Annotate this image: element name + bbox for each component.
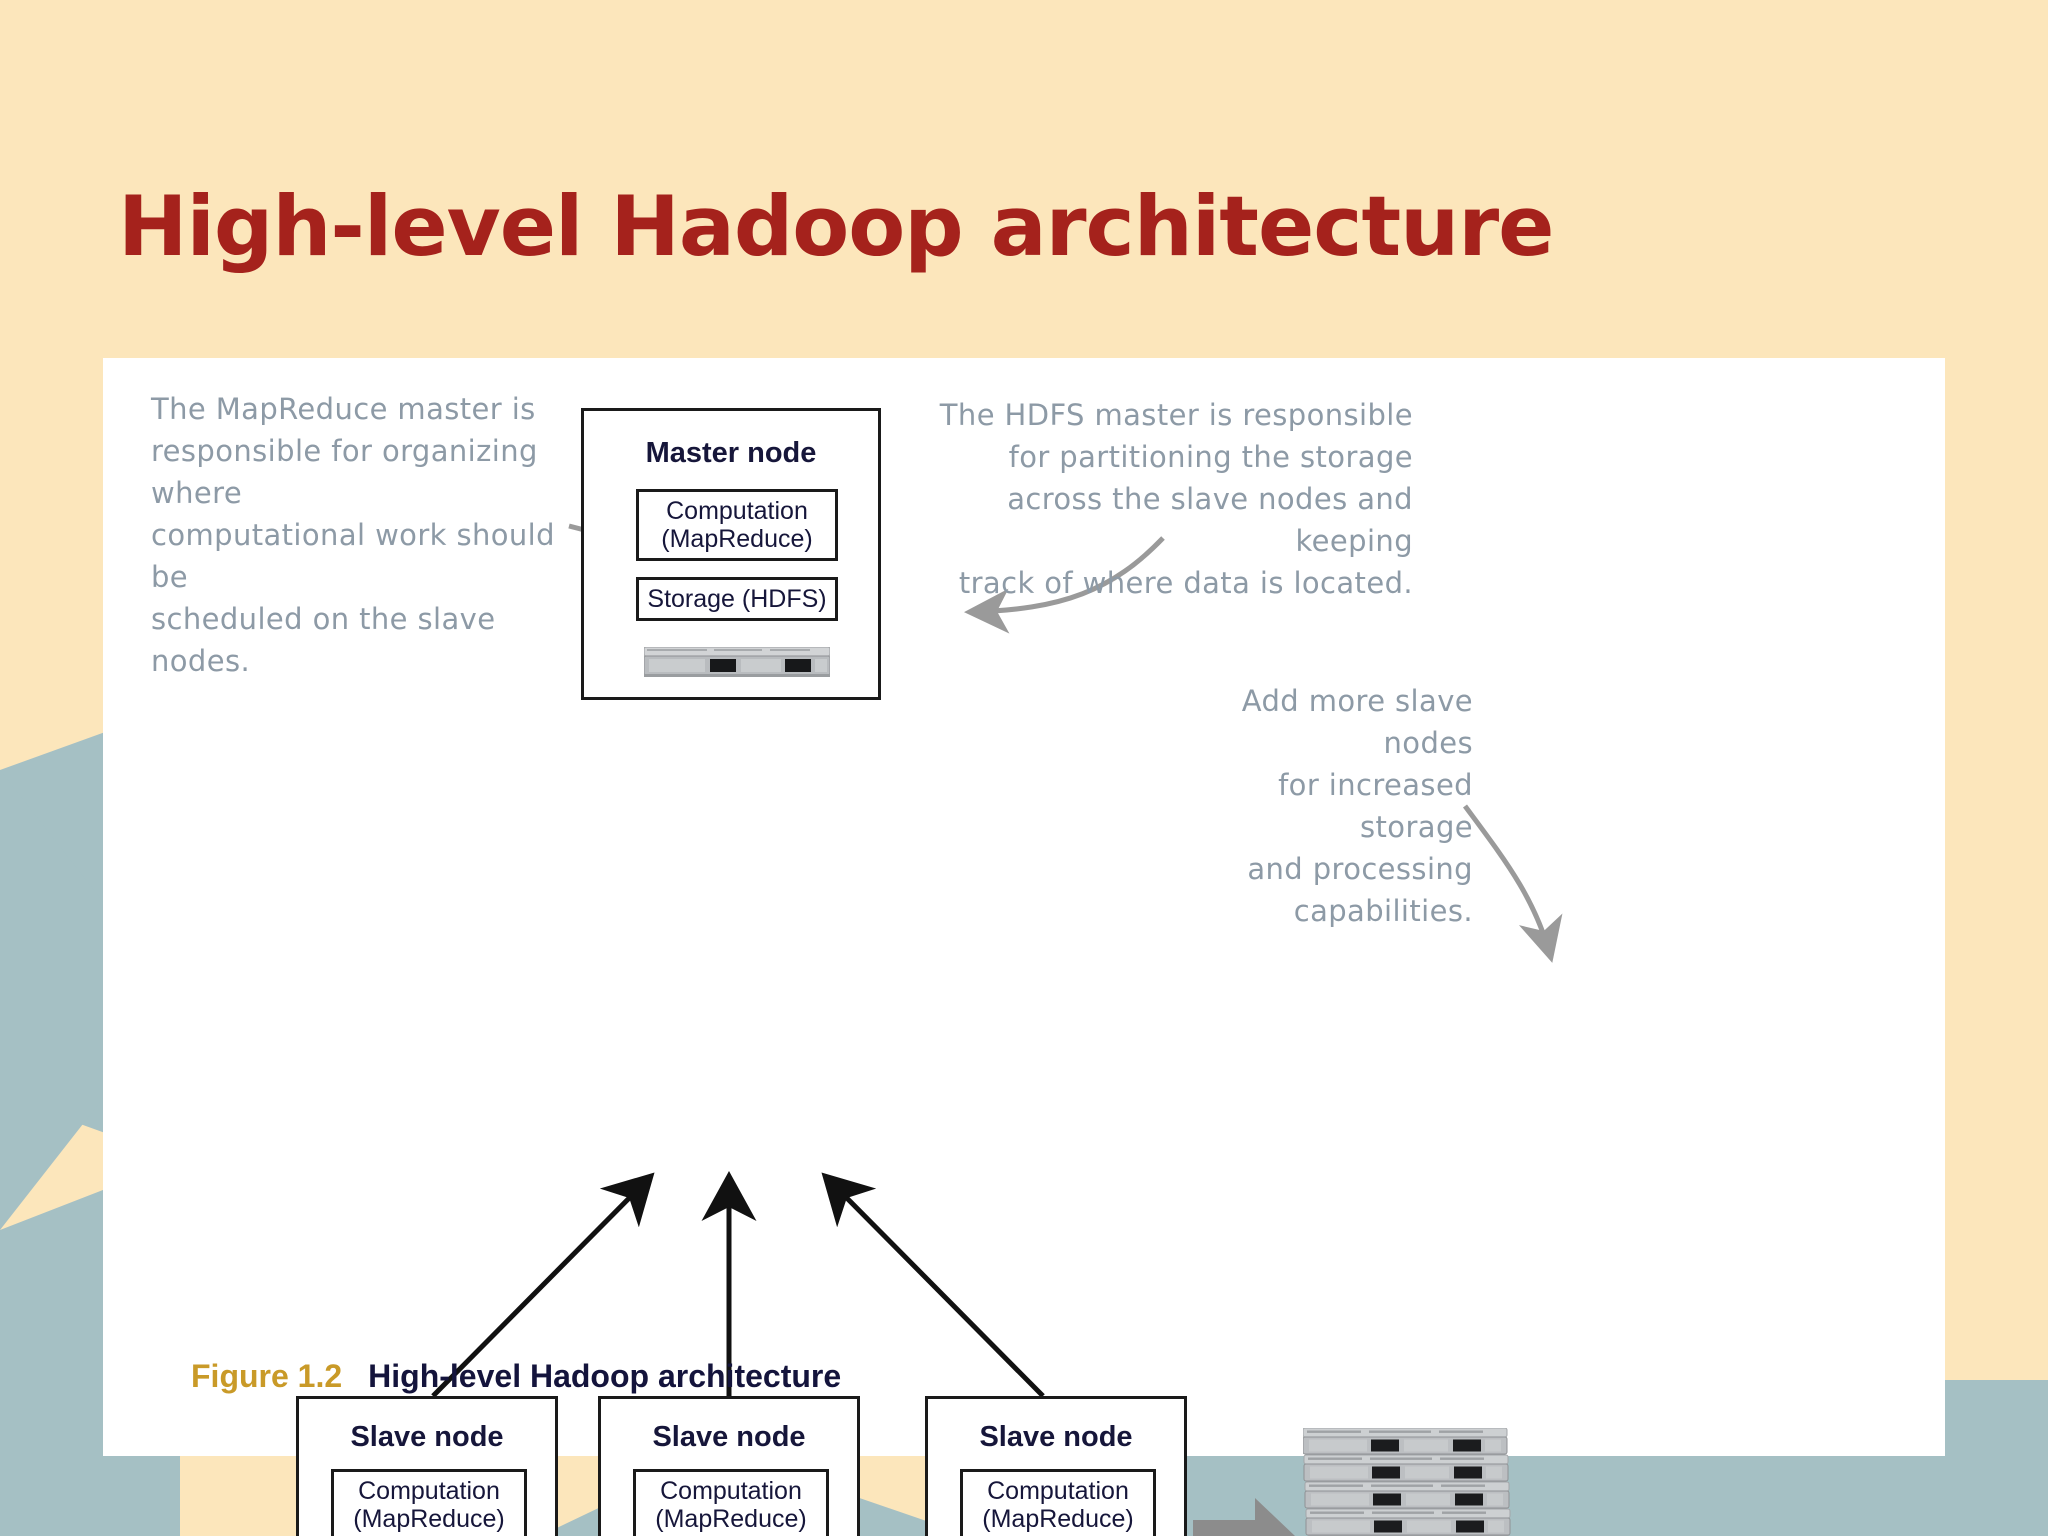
master-node-title: Master node (645, 437, 817, 469)
annotation-hdfs-master: The HDFS master is responsible for parti… (939, 398, 1413, 601)
slave-node-1-computation-label: Computation (MapReduce) (353, 1477, 505, 1533)
slave-node-3-container[interactable]: Slave node Computation (MapReduce) Stora… (925, 1396, 1187, 1536)
slave-node-2-title: Slave node (652, 1421, 806, 1453)
slave-node-2-computation-label: Computation (MapReduce) (655, 1477, 807, 1533)
figure-caption-text: High-level Hadoop architecture (368, 1358, 842, 1394)
slave-node-2-computation-box[interactable]: Computation (MapReduce) (633, 1469, 829, 1536)
annotation-scale-out: Add more slave nodes for increased stora… (1241, 684, 1473, 929)
figure-caption-number: Figure 1.2 (191, 1358, 343, 1394)
master-node-storage-box[interactable]: Storage (HDFS) (636, 577, 838, 621)
page-title: High-level Hadoop architecture (118, 178, 1554, 275)
slave-node-1-title: Slave node (350, 1421, 504, 1453)
master-node-computation-box[interactable]: Computation (MapReduce) (636, 489, 838, 561)
master-node-storage-label: Storage (HDFS) (647, 585, 827, 613)
background-decoration-right-edge (1945, 1380, 2048, 1536)
figure-panel: The MapReduce master is responsible for … (103, 358, 1945, 1536)
master-node-server-icon (644, 647, 830, 677)
slave-node-1-container[interactable]: Slave node Computation (MapReduce) Stora… (296, 1396, 558, 1536)
slave-node-1-computation-box[interactable]: Computation (MapReduce) (331, 1469, 527, 1536)
scale-out-arrow (1193, 1498, 1295, 1536)
slave-node-2-container[interactable]: Slave node Computation (MapReduce) Stora… (598, 1396, 860, 1536)
master-node-computation-label: Computation (MapReduce) (661, 497, 813, 553)
figure-caption: Figure 1.2 High-level Hadoop architecture (191, 1358, 841, 1395)
server-stack (1303, 1428, 1515, 1536)
master-node[interactable]: Master node Computation (MapReduce) Stor… (581, 408, 881, 700)
annotation-mapreduce-master: The MapReduce master is responsible for … (151, 392, 555, 679)
slave-node-3-computation-box[interactable]: Computation (MapReduce) (960, 1469, 1156, 1536)
slave-node-3-title: Slave node (979, 1421, 1133, 1453)
slave-node-3-computation-label: Computation (MapReduce) (982, 1477, 1134, 1533)
